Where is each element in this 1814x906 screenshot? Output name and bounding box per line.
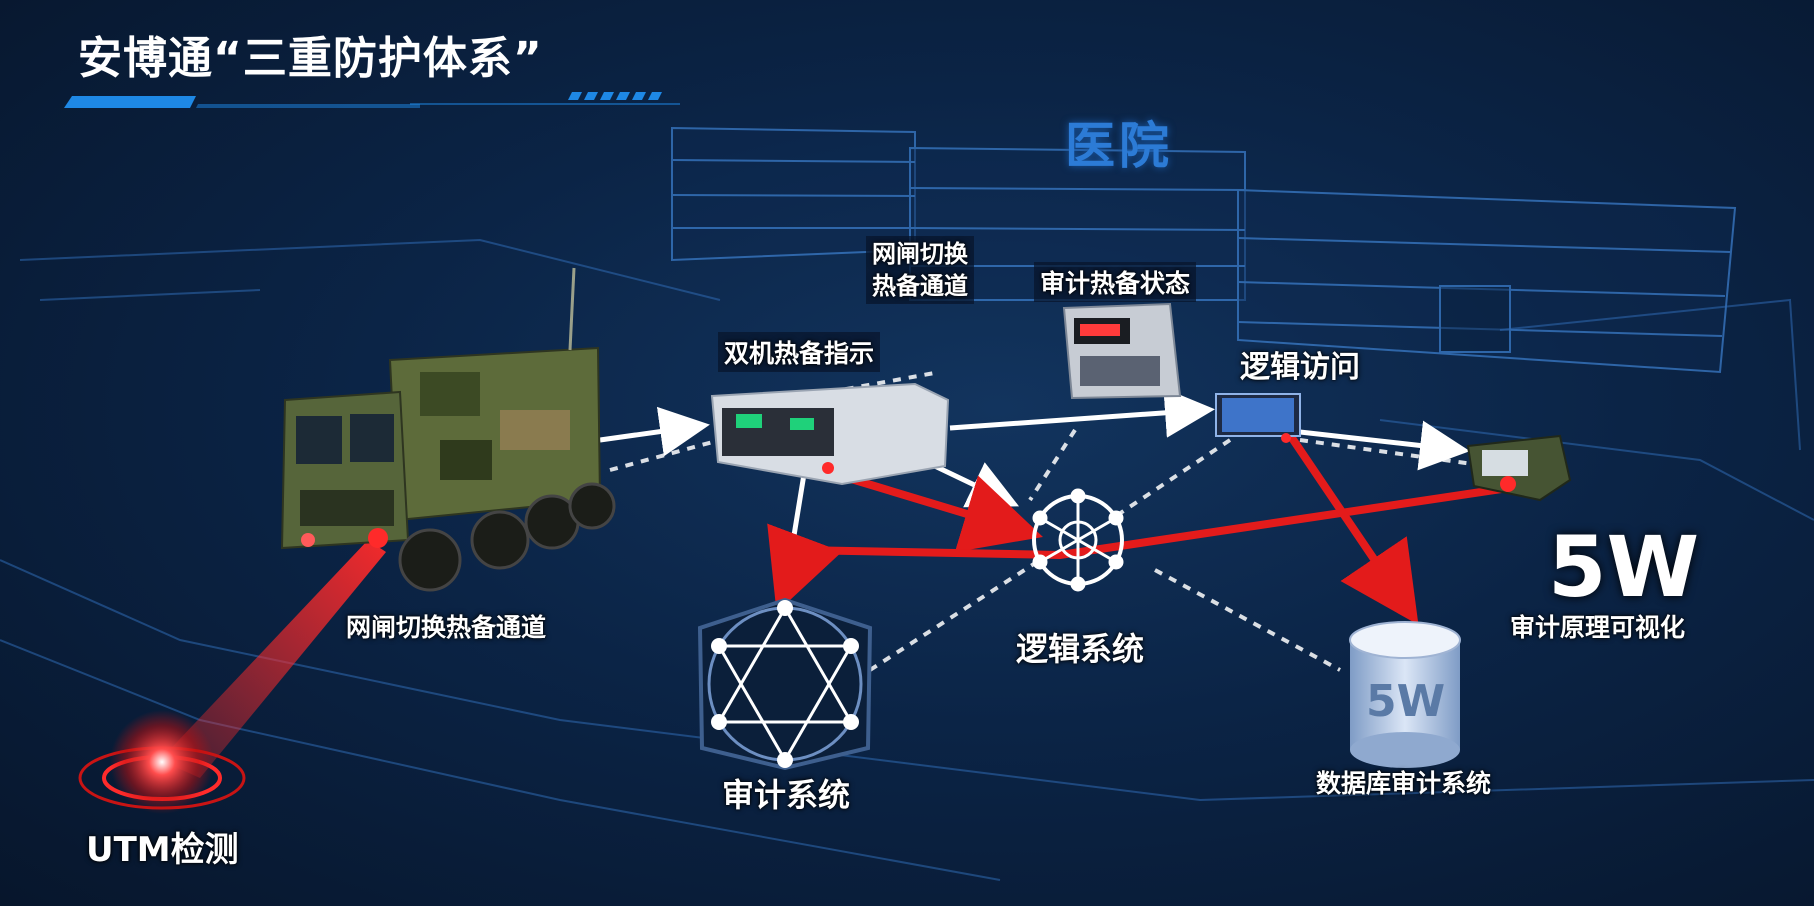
db-audit-system-label: 数据库审计系统 [1316,769,1492,798]
gate-switch-bottom-label: 网闸切换热备通道 [346,613,547,642]
page-title: 安博通“三重防护体系” [78,33,543,84]
laser-beam [160,540,386,778]
utm-detect-label: UTM检测 [86,830,239,870]
dual-server-icon [710,382,950,486]
hospital-sign: 医院 [1065,117,1173,175]
five-w-caption: 审计原理可视化 [1510,613,1686,642]
logic-system-label: 逻辑系统 [1016,630,1145,668]
gate-switch-top-line1: 网闸切换 [872,240,968,268]
database-badge: 5W [1366,676,1446,727]
audit-hot-standby-label: 审计热备状态 [1034,262,1197,302]
logic-access-device-icon [1215,393,1301,443]
title-underline [64,92,680,108]
audit-panel-icon [1062,302,1182,400]
military-truck-icon [280,267,616,592]
gate-switch-top-line2: 热备通道 [872,272,968,300]
database-icon [1349,621,1461,768]
five-w-heading: 5W [1548,518,1700,616]
dual-hot-standby-label: 双机热备指示 [718,332,881,372]
logic-access-label: 逻辑访问 [1240,350,1360,385]
gate-switch-top-label: 网闸切换 热备通道 [866,236,974,304]
audit-system-label: 审计系统 [722,776,851,814]
logic-system-icon [1032,488,1124,592]
utm-burst-icon [78,710,246,814]
security-box-icon [1466,434,1572,502]
campus-walls [0,238,1814,881]
audit-system-icon [697,597,873,771]
